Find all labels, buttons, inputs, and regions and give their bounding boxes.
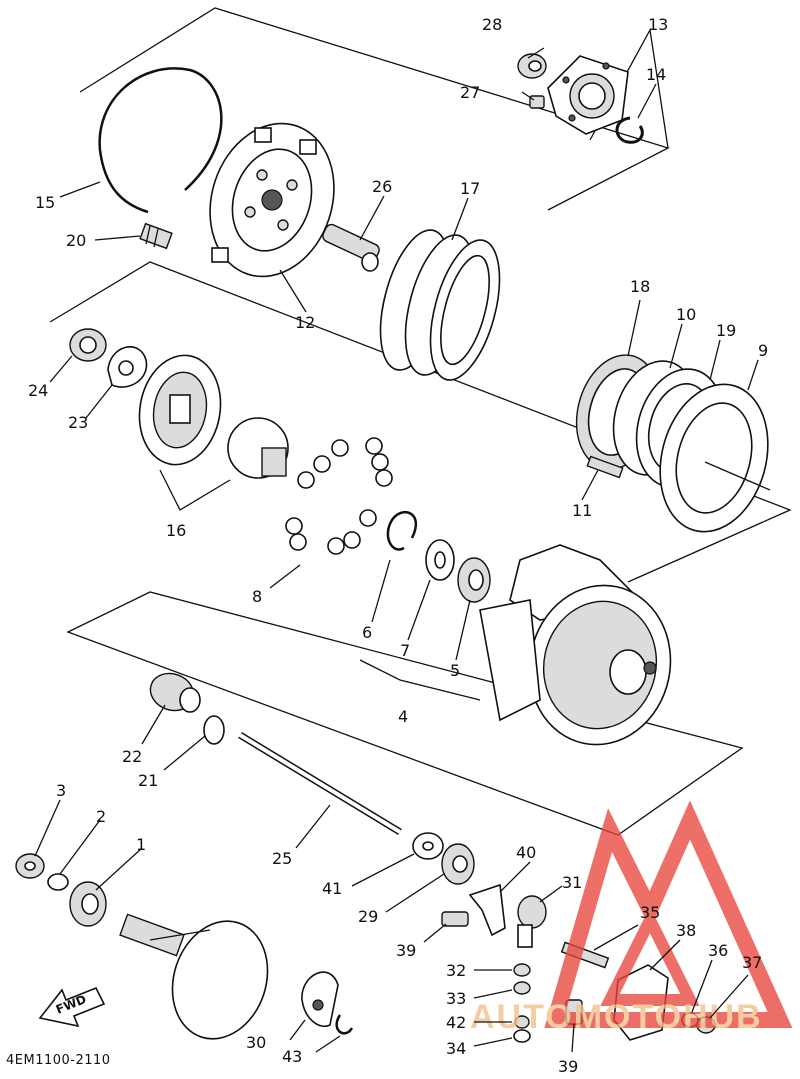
- label-32: 32: [446, 961, 466, 980]
- label-2: 2: [96, 807, 106, 826]
- bracket-part: [468, 883, 506, 937]
- label-1: 1: [136, 835, 146, 854]
- label-10: 10: [676, 305, 696, 324]
- label-37: 37: [742, 953, 762, 972]
- banjo-fitting-part: [517, 895, 547, 948]
- label-21: 21: [138, 771, 158, 790]
- label-36: 36: [708, 941, 728, 960]
- clutch-housing-part: [479, 544, 672, 746]
- label-8: 8: [252, 587, 262, 606]
- washer-34-part: [513, 1029, 531, 1043]
- thin-washer-part: [203, 715, 225, 745]
- label-38: 38: [676, 921, 696, 940]
- lock-nut-part: [69, 328, 107, 362]
- label-6: 6: [362, 623, 372, 642]
- label-23: 23: [68, 413, 88, 432]
- label-24: 24: [28, 381, 48, 400]
- bearing-housing-part: [547, 55, 629, 135]
- label-20: 20: [66, 231, 86, 250]
- driven-gear-assembly-part: [138, 354, 289, 479]
- upper-group-frame: [79, 7, 670, 211]
- crank-shaft-part: [119, 913, 269, 1040]
- bolt-upper-part: [441, 911, 469, 927]
- svg-text:AUTOMOTOHUB: AUTOMOTOHUB: [470, 998, 763, 1036]
- label-19: 19: [716, 321, 736, 340]
- spring-screw-part: [586, 455, 624, 479]
- release-cam-part: [149, 672, 201, 713]
- diagram-code: 4EM1100-2110: [6, 1053, 111, 1068]
- retaining-circlip-part: [386, 510, 418, 551]
- label-35: 35: [640, 903, 660, 922]
- spacer-part: [457, 557, 491, 603]
- label-9: 9: [758, 341, 768, 360]
- label-22: 22: [122, 747, 142, 766]
- label-28: 28: [482, 15, 502, 34]
- short-bolt-part: [139, 222, 173, 250]
- label-16: 16: [166, 521, 186, 540]
- label-11: 11: [572, 501, 592, 520]
- label-27: 27: [460, 83, 480, 102]
- o-ring-33-part: [513, 981, 531, 995]
- spring-42-part: [514, 1015, 530, 1029]
- fwd-arrow-icon: FWD: [38, 986, 106, 1028]
- small-bearing-part: [517, 53, 547, 79]
- label-18: 18: [630, 277, 650, 296]
- flat-washer-part: [425, 539, 455, 581]
- label-40: 40: [516, 843, 536, 862]
- label-3: 3: [56, 781, 66, 800]
- label-7: 7: [400, 641, 410, 660]
- lever-clip-part: [335, 1014, 354, 1035]
- label-42: 42: [446, 1013, 466, 1032]
- label-17: 17: [460, 179, 480, 198]
- circlip-part: [615, 116, 644, 144]
- oil-seal-part: [441, 843, 475, 885]
- label-39b: 39: [558, 1057, 578, 1076]
- steel-balls-part: [285, 437, 393, 555]
- label-12: 12: [295, 313, 315, 332]
- label-31: 31: [562, 873, 582, 892]
- screw-part: [529, 95, 545, 109]
- label-33: 33: [446, 989, 466, 1008]
- wire-circlip-part: [98, 67, 223, 214]
- label-4: 4: [398, 707, 408, 726]
- primary-drive-gear-part: [69, 881, 107, 927]
- lock-washer-part: [107, 346, 148, 388]
- label-13: 13: [648, 15, 668, 34]
- label-5: 5: [450, 661, 460, 680]
- watermark-logo: AUTOMOTOHUB: [470, 800, 793, 1036]
- label-15: 15: [35, 193, 55, 212]
- label-41: 41: [322, 879, 342, 898]
- clutch-lever-part: [301, 971, 339, 1027]
- label-39a: 39: [396, 941, 416, 960]
- leader-lines: [34, 47, 759, 1053]
- label-26: 26: [372, 177, 392, 196]
- clutch-plate-set-part: [575, 354, 771, 533]
- push-rod-end-part: [322, 223, 380, 272]
- friction-plate-stack-part: [379, 229, 501, 381]
- washer-32-part: [513, 963, 531, 977]
- label-14: 14: [646, 65, 666, 84]
- crank-nut-part: [15, 853, 45, 879]
- lower-group-frame: [66, 591, 744, 836]
- label-43: 43: [282, 1047, 302, 1066]
- label-25: 25: [272, 849, 292, 868]
- crank-washer-part: [47, 873, 69, 891]
- middle-group-frame: [49, 261, 792, 583]
- label-30: 30: [246, 1033, 266, 1052]
- pressure-plate-part: [209, 122, 335, 278]
- thrust-washer-part: [412, 832, 444, 860]
- label-29: 29: [358, 907, 378, 926]
- label-34: 34: [446, 1039, 466, 1058]
